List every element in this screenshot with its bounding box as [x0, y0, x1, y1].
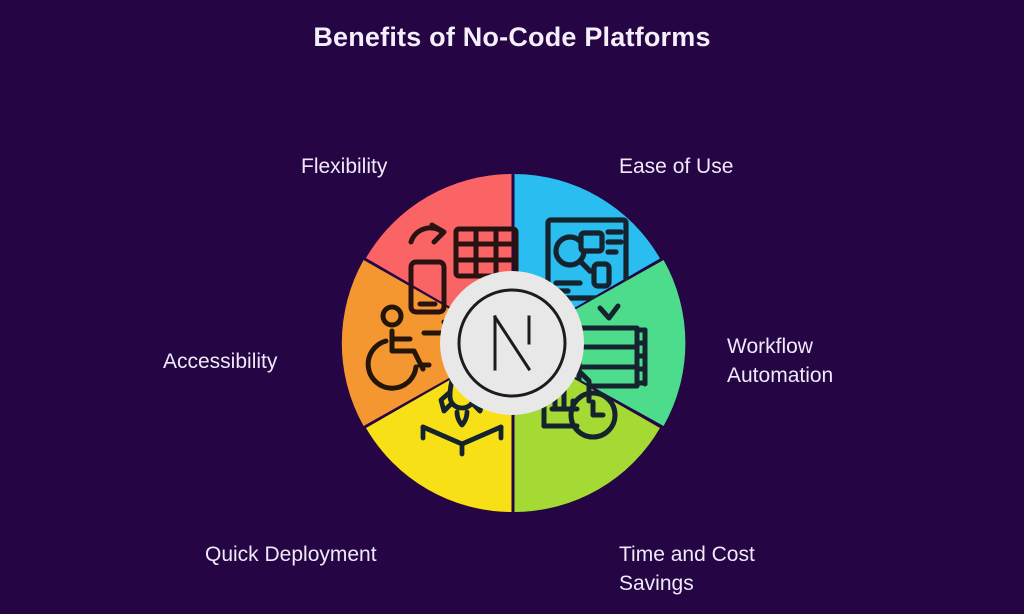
- label-accessibility: Accessibility: [163, 350, 278, 373]
- label-ease-of-use: Ease of Use: [619, 155, 734, 178]
- phone-to-grid-icon: [408, 222, 519, 315]
- next-js-n-logo: [492, 314, 532, 372]
- page-title: Benefits of No-Code Platforms: [313, 22, 711, 52]
- benefits-wheel: [312, 143, 712, 543]
- label-time-and-cost-savings: Time and Cost Savings: [619, 543, 755, 595]
- label-workflow-automation: Workflow Automation: [727, 335, 834, 387]
- center-hub[interactable]: [440, 271, 584, 415]
- screen-magnifier-icon: [545, 217, 629, 301]
- label-flexibility: Flexibility: [301, 155, 388, 178]
- label-quick-deployment: Quick Deployment: [205, 543, 377, 566]
